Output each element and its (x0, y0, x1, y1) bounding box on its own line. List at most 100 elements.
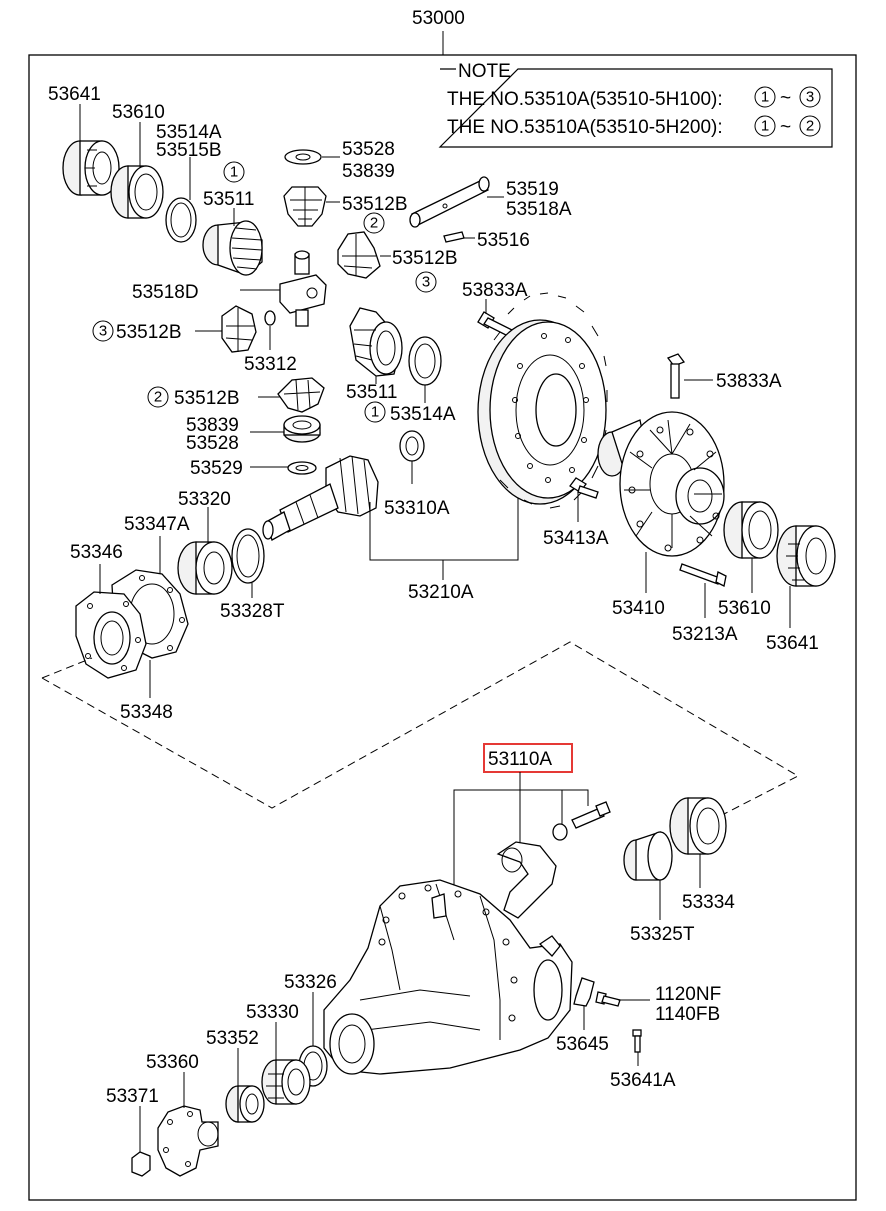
label-53360: 53360 (146, 1052, 199, 1073)
drive-pinion-53210a (262, 455, 379, 541)
label-53516: 53516 (477, 230, 530, 251)
differential-case-53410 (597, 411, 725, 557)
washer-53528-middle (283, 415, 321, 443)
label-53511-middle: 53511 (346, 382, 397, 403)
label-53512b-3: 53512B (116, 322, 182, 343)
differential-housing-53110a (323, 879, 573, 1075)
diagram-frame (28, 54, 857, 1201)
flange-53346 (75, 591, 147, 679)
pinion-gear-53512b-1 (283, 186, 327, 227)
label-53514a-top: 53514A (156, 122, 222, 143)
label-53833a-1: 53833A (462, 280, 528, 301)
label-53325t: 53325T (630, 924, 695, 945)
label-53320: 53320 (178, 489, 231, 510)
spacer-53352 (225, 1085, 265, 1123)
callout-2-left: 2 (154, 389, 162, 406)
bracket-53645 (573, 977, 595, 1007)
washer-53529 (287, 461, 317, 475)
label-53518a: 53518A (506, 199, 572, 220)
label-53833a-2: 53833A (716, 371, 782, 392)
bolt-53833a-2 (666, 353, 686, 399)
bearing-53641-left (62, 140, 120, 196)
seal-53334 (669, 797, 727, 855)
bracket-53210a (369, 498, 519, 561)
note-box: NOTE THE NO.53510A(53510-5H100): 1 ~ 3 T… (438, 61, 833, 148)
bearing-53330 (261, 1059, 311, 1105)
label-53413a: 53413A (543, 528, 609, 549)
label-53528-middle: 53528 (186, 433, 239, 454)
label-53511-top: 53511 (203, 189, 254, 210)
label-53328t: 53328T (220, 601, 285, 622)
highlight-box-53110a (483, 743, 573, 773)
ring-53312 (264, 310, 276, 326)
side-gear-53511-middle (349, 307, 403, 377)
label-53312: 53312 (244, 354, 297, 375)
side-gear-53511-top (202, 220, 263, 276)
label-53839-middle: 53839 (186, 415, 239, 436)
label-53213a: 53213A (672, 624, 738, 645)
label-53529: 53529 (190, 458, 243, 479)
label-53641-right: 53641 (766, 633, 819, 654)
label-53515b: 53515B (156, 140, 222, 161)
label-53518d: 53518D (132, 282, 199, 303)
label-1120nf: 1120NF (655, 984, 721, 1005)
note-line-1-to: 3 (806, 89, 814, 106)
note-line-2: THE NO.53510A(53510-5H200): (447, 117, 723, 138)
pin-53516 (443, 231, 465, 243)
label-53512b-4: 53512B (174, 388, 240, 409)
assembly-dashed-outline (41, 641, 800, 815)
label-53410: 53410 (612, 598, 665, 619)
callout-3-left: 3 (99, 323, 107, 340)
label-1140fb: 1140FB (655, 1004, 720, 1025)
ring-gear-53210a (477, 292, 608, 509)
label-53610-top: 53610 (112, 102, 165, 123)
label-53310a: 53310A (384, 498, 450, 519)
callout-1-middle: 1 (371, 404, 379, 421)
spacer-53325t (623, 831, 673, 881)
spider-53518d (279, 250, 327, 327)
label-53348: 53348 (120, 702, 173, 723)
note-line-2-sep: ~ (780, 117, 791, 138)
label-53371: 53371 (106, 1086, 159, 1107)
pinion-gear-53512b-3 (221, 305, 257, 353)
note-line-2-from: 1 (761, 118, 769, 135)
label-53326: 53326 (284, 972, 337, 993)
label-53514a-middle: 53514A (390, 404, 456, 425)
label-53330: 53330 (246, 1002, 299, 1023)
bolt-53213a (679, 563, 727, 587)
bolt-53413a (569, 477, 599, 499)
note-line-1: THE NO.53510A(53510-5H100): (447, 89, 723, 110)
assembly-number: 53000 (412, 8, 465, 29)
companion-flange-53360 (157, 1105, 219, 1177)
label-53839-top: 53839 (342, 161, 395, 182)
pinion-gear-53512b-2 (337, 231, 381, 279)
note-title: NOTE (458, 61, 511, 82)
part-number-53110a: 53110A (488, 749, 552, 770)
nut-53371 (131, 1151, 151, 1177)
bearing-cup-53610-right (723, 501, 779, 559)
bearing-cup-53610-left (110, 165, 164, 219)
bearing-cap (496, 841, 557, 919)
label-53641-top: 53641 (48, 84, 101, 105)
note-line-1-sep: ~ (780, 88, 791, 109)
washer-53528-top (284, 149, 322, 165)
label-53528-top: 53528 (342, 139, 395, 160)
bearing-53320 (177, 541, 233, 595)
pinion-gear-53512b-4 (277, 377, 325, 413)
bolt-53641a (632, 1029, 642, 1053)
callout-1-top: 1 (230, 164, 238, 181)
label-53512b-2: 53512B (392, 248, 458, 269)
label-53352: 53352 (206, 1028, 259, 1049)
bolt-1120nf (595, 991, 621, 1007)
cap-bolt (552, 801, 611, 841)
label-53210a: 53210A (408, 582, 474, 603)
note-line-2-to: 2 (806, 118, 814, 135)
label-53610-right: 53610 (718, 598, 771, 619)
label-53519: 53519 (506, 179, 559, 200)
label-53512b-1: 53512B (342, 194, 408, 215)
callout-3-top: 3 (422, 274, 430, 291)
washer-53310a (399, 430, 425, 462)
note-line-1-from: 1 (761, 89, 769, 106)
label-53645: 53645 (556, 1034, 609, 1055)
